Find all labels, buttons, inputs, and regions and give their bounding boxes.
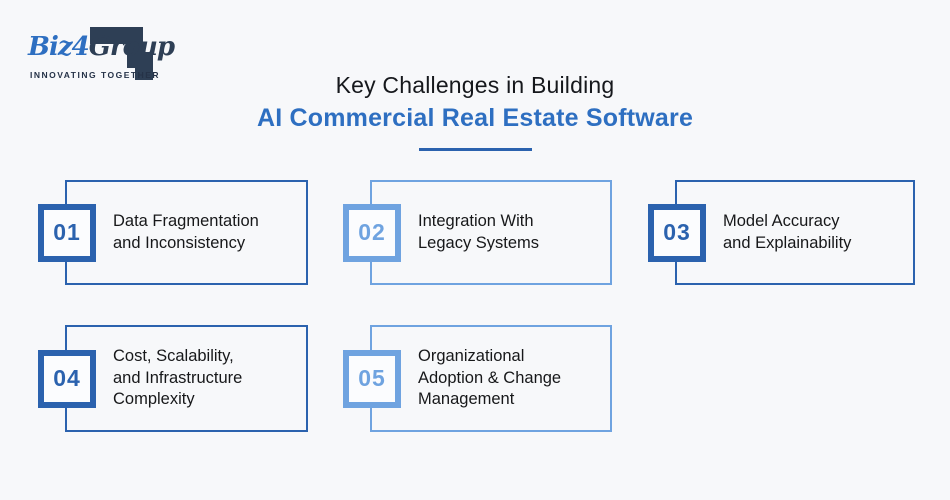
challenge-label: Cost, Scalability, and Infrastructure Co… bbox=[113, 346, 243, 409]
logo-word-4: 4 bbox=[71, 32, 90, 62]
logo-wordmark: Biz4Group bbox=[28, 32, 175, 62]
challenge-number: 02 bbox=[358, 219, 386, 245]
challenge-card-2: 02 Integration With Legacy Systems bbox=[343, 180, 612, 285]
challenge-card-1: 01 Data Fragmentation and Inconsistency bbox=[38, 180, 308, 285]
title-line-2: AI Commercial Real Estate Software bbox=[256, 104, 694, 132]
challenge-card-5: 05 Organizational Adoption & Change Mana… bbox=[343, 325, 612, 432]
biz4group-logo: Biz4Group INNOVATING TOGETHER bbox=[0, 0, 200, 100]
challenge-number-badge: 04 bbox=[38, 349, 96, 408]
challenge-label: Data Fragmentation and Inconsistency bbox=[113, 211, 259, 252]
page-title: Key Challenges in Building AI Commercial… bbox=[0, 72, 950, 133]
logo-word-group: Group bbox=[88, 32, 175, 62]
challenge-number: 01 bbox=[53, 219, 81, 245]
logo-mark-foot bbox=[135, 52, 153, 80]
logo-tagline: INNOVATING TOGETHER bbox=[30, 70, 161, 80]
challenge-number: 04 bbox=[53, 365, 81, 391]
challenge-card-3: 03 Model Accuracy and Explainability bbox=[648, 180, 915, 285]
title-underline bbox=[419, 148, 532, 151]
challenge-label: Organizational Adoption & Change Managem… bbox=[418, 346, 562, 409]
challenge-number-badge: 01 bbox=[38, 203, 96, 262]
challenge-number-badge: 03 bbox=[648, 203, 706, 262]
challenge-number-badge: 05 bbox=[343, 349, 401, 408]
challenge-label: Integration With Legacy Systems bbox=[418, 211, 540, 252]
challenge-number: 03 bbox=[663, 219, 691, 245]
challenge-number-badge: 02 bbox=[343, 203, 401, 262]
logo-word-biz: Biz bbox=[28, 32, 73, 62]
challenge-number: 05 bbox=[358, 365, 386, 391]
challenge-card-4: 04 Cost, Scalability, and Infrastructure… bbox=[38, 325, 308, 432]
title-line-1: Key Challenges in Building bbox=[335, 72, 615, 98]
challenge-label: Model Accuracy and Explainability bbox=[723, 211, 852, 252]
